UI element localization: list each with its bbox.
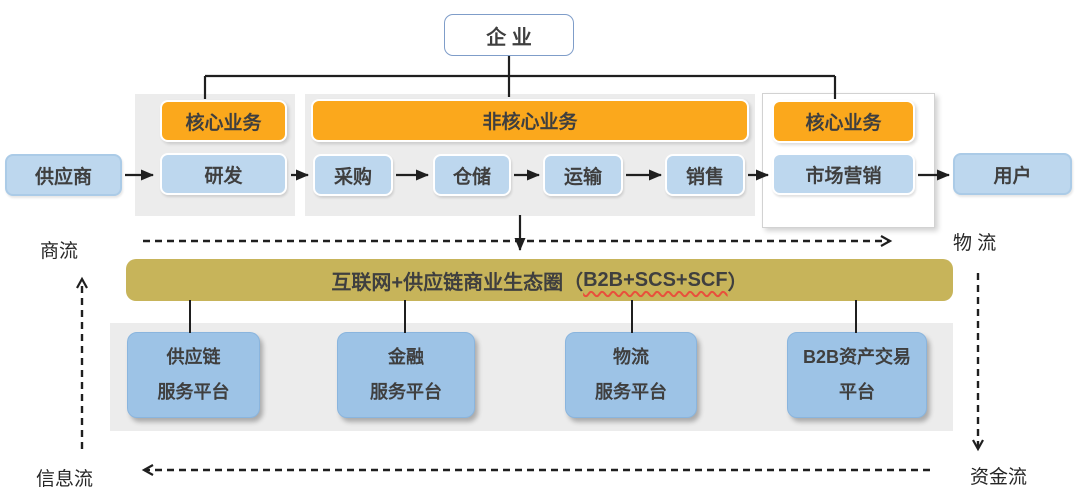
supplier-label: 供应商 — [34, 166, 92, 188]
transport-box: 运输 — [543, 154, 623, 196]
logistics-flow-label: 物 流 — [953, 233, 997, 254]
rd-label: 研发 — [204, 165, 243, 187]
user-box: 用户 — [953, 153, 1072, 195]
marketing-box: 市场营销 — [772, 153, 915, 195]
procurement-box: 采购 — [313, 154, 393, 196]
platform-box-finance: 金融 服务平台 — [337, 332, 475, 418]
platform-finance-line1: 金融 — [388, 346, 424, 367]
rd-box: 研发 — [160, 153, 287, 195]
business-flow-label: 商流 — [40, 241, 79, 262]
platform-finance-line2: 服务平台 — [370, 382, 442, 402]
sales-box: 销售 — [665, 154, 745, 196]
platform-box-logistics: 物流 服务平台 — [565, 332, 697, 418]
warehousing-box: 仓储 — [433, 154, 511, 196]
platform-logistics-line2: 服务平台 — [595, 382, 667, 402]
supplier-box: 供应商 — [5, 154, 122, 196]
procurement-label: 采购 — [333, 166, 372, 188]
noncore-header-label: 非核心业务 — [482, 112, 578, 133]
platform-box-b2b: B2B资产交易 平台 — [787, 332, 927, 418]
core-right-header: 核心业务 — [772, 100, 915, 143]
noncore-header: 非核心业务 — [311, 99, 749, 142]
core-right-header-label: 核心业务 — [805, 113, 882, 134]
platform-logistics-line1: 物流 — [613, 346, 649, 367]
platform-box-supply-chain: 供应链 服务平台 — [127, 332, 260, 418]
ecosystem-band: 互联网+供应链商业生态圈（B2B+SCS+SCF） — [126, 259, 953, 301]
enterprise-box: 企 业 — [444, 14, 574, 56]
marketing-label: 市场营销 — [805, 165, 882, 187]
core-left-header: 核心业务 — [160, 100, 287, 142]
platform-b2b-line2: 平台 — [839, 382, 875, 402]
transport-label: 运输 — [563, 166, 602, 188]
enterprise-connector-tree — [203, 56, 837, 99]
platform-supply-chain-line2: 服务平台 — [157, 382, 230, 402]
user-label: 用户 — [993, 165, 1032, 187]
info-flow-label: 信息流 — [36, 469, 94, 490]
platform-b2b-line1: B2B资产交易 — [802, 346, 911, 367]
warehousing-label: 仓储 — [452, 166, 491, 188]
band-text-prefix: 互联网+供应链商业生态圈（ — [331, 271, 584, 294]
capital-flow-label: 资金流 — [970, 467, 1028, 488]
platform-supply-chain-line1: 供应链 — [166, 346, 221, 367]
enterprise-label: 企 业 — [486, 26, 532, 49]
core-left-header-label: 核心业务 — [185, 112, 262, 134]
band-code: B2B+SCS+SCF — [583, 268, 728, 291]
band-text-suffix: ） — [727, 271, 748, 294]
sales-label: 销售 — [685, 166, 724, 188]
